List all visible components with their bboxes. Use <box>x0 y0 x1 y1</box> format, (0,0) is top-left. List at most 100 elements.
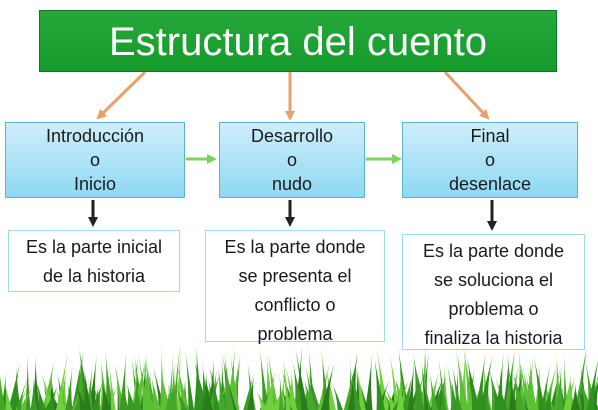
grass-blade <box>85 366 93 410</box>
stage-line: desenlace <box>448 174 532 194</box>
grass-blade <box>523 356 534 410</box>
grass-blade <box>343 352 359 410</box>
grass-blade <box>462 342 475 410</box>
stage-line: Final <box>470 126 510 146</box>
grass-blade <box>56 352 69 410</box>
grass-blade <box>327 386 335 410</box>
grass-blade <box>574 351 588 410</box>
description-line: de la historia <box>42 266 146 286</box>
grass-blade <box>263 369 276 410</box>
grass-blade <box>169 359 177 410</box>
grass-blade <box>349 365 362 410</box>
description-line: Es la parte donde <box>224 237 366 257</box>
grass-blade <box>294 346 303 410</box>
grass-blade <box>247 373 255 410</box>
grass-blade <box>271 387 285 410</box>
grass-blade <box>279 363 286 410</box>
grass-blade <box>459 343 467 410</box>
grass-blade <box>450 360 462 410</box>
grass-blade <box>505 350 517 410</box>
grass-blade <box>101 379 112 410</box>
grass-blade <box>4 382 13 410</box>
grass-blade <box>13 365 21 410</box>
grass-blade <box>396 371 404 410</box>
grass-blade <box>207 359 220 410</box>
grass-blade <box>30 376 38 410</box>
grass-blade <box>586 360 598 410</box>
grass-decoration <box>0 342 598 410</box>
description-line: problema o <box>448 299 539 319</box>
description-line: problema <box>257 324 333 344</box>
grass-blade <box>176 344 182 410</box>
grass-blade <box>217 363 227 410</box>
grass-blade <box>540 363 551 410</box>
grass-blade <box>494 375 508 410</box>
description-line: finaliza la historia <box>424 328 563 348</box>
grass-blade <box>401 375 413 410</box>
grass-blade <box>65 365 73 410</box>
grass-blade <box>184 345 195 410</box>
grass-blade <box>108 358 116 410</box>
grass-blade <box>254 387 268 410</box>
grass-blade <box>365 353 373 410</box>
stage-line: o <box>286 150 297 170</box>
grass-blade <box>421 367 429 410</box>
stage-line: Desarrollo <box>250 126 334 146</box>
grass-blade <box>83 365 92 410</box>
grass-blade <box>330 379 343 410</box>
grass-blade <box>578 375 593 410</box>
description-box-desenlace: Es la parte donde se soluciona el proble… <box>402 234 585 350</box>
description-box-nudo: Es la parte donde se presenta el conflic… <box>205 230 385 344</box>
grass-blade <box>504 347 516 410</box>
description-box-inicio: Es la parte inicial de la historia <box>8 230 180 292</box>
grass-blade <box>543 362 558 410</box>
grass-blade <box>413 351 425 410</box>
grass-blade <box>478 353 494 410</box>
grass-blade <box>428 369 438 410</box>
grass-blade <box>383 384 398 410</box>
grass-blade <box>132 377 143 410</box>
grass-blade <box>554 352 563 410</box>
grass-blade <box>491 379 504 410</box>
grass-blade <box>194 345 204 410</box>
stage-line: Introducción <box>45 126 145 146</box>
description-line: se soluciona el <box>433 270 554 290</box>
grass-blade <box>281 350 291 410</box>
grass-blade <box>88 355 97 410</box>
grass-blade <box>226 346 236 410</box>
grass-blade <box>388 345 400 410</box>
grass-blade <box>450 378 459 410</box>
grass-blade <box>0 375 6 410</box>
grass-blade <box>483 382 491 410</box>
grass-blade <box>409 382 419 410</box>
grass-blade <box>44 385 59 410</box>
stage-box-nudo: Desarrollo o nudo <box>219 122 365 198</box>
grass-blade <box>432 383 443 410</box>
grass-blade <box>511 368 527 410</box>
grass-blade <box>266 348 279 410</box>
grass-blade <box>18 386 34 410</box>
grass-blade <box>515 368 520 410</box>
grass-blade <box>287 369 298 410</box>
grass-blade <box>74 380 87 410</box>
grass-blade <box>543 382 553 410</box>
grass-blade <box>563 372 572 410</box>
grass-blade <box>475 352 486 410</box>
stage-box-desenlace: Final o desenlace <box>402 122 578 198</box>
grass-blade <box>555 364 564 410</box>
grass-blade <box>373 353 385 410</box>
stage-line: o <box>484 150 495 170</box>
grass-blade <box>202 369 209 410</box>
grass-blade <box>291 358 305 410</box>
grass-blade <box>25 352 31 410</box>
arrow-title-to-desenlace <box>443 70 490 120</box>
stage-line: Inicio <box>73 174 117 194</box>
stage-box-inicio: Introducción o Inicio <box>5 122 185 198</box>
grass-blade <box>100 356 110 410</box>
grass-blade <box>465 354 480 410</box>
grass-blade <box>122 376 129 410</box>
grass-blade <box>151 375 162 410</box>
grass-blade <box>437 353 447 410</box>
grass-blade <box>72 351 84 410</box>
grass-blade <box>91 381 103 410</box>
